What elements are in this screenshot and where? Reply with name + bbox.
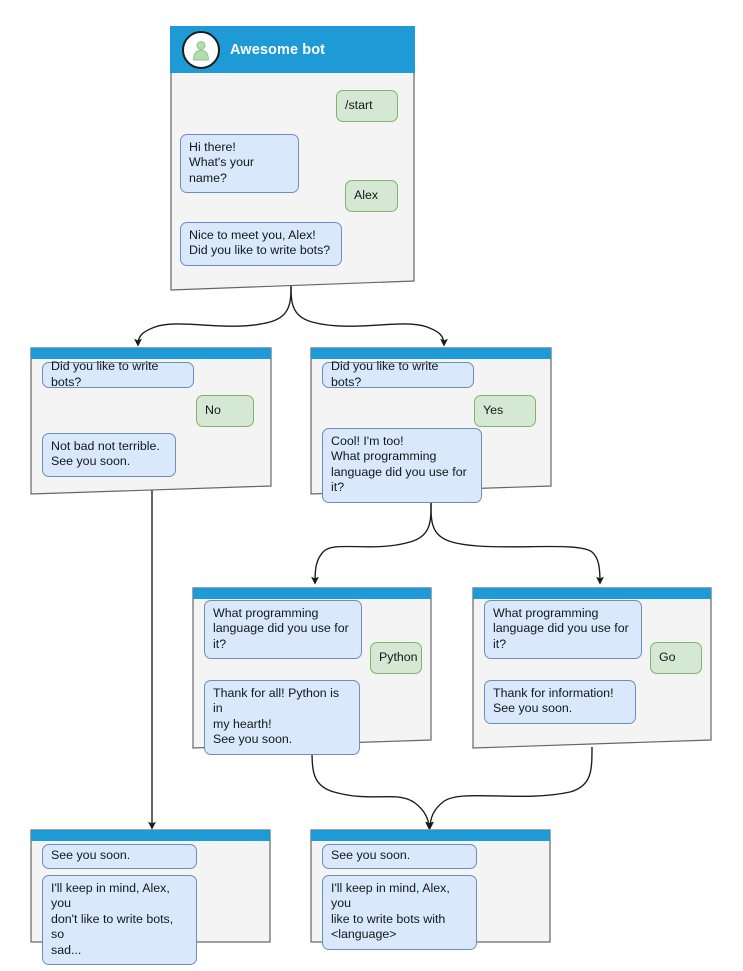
message-bubble-bot: Not bad not terrible. See you soon. — [42, 433, 176, 477]
node-end-happy[interactable]: See you soon. I'll keep in mind, Alex, y… — [310, 829, 551, 950]
edge-go-to-end-happy — [426, 746, 593, 830]
node-go-branch[interactable]: What programming language did you use fo… — [472, 587, 712, 749]
message-bubble-bot: I'll keep in mind, Alex, you like to wri… — [322, 875, 477, 950]
message-bubble-bot: Thank for all! Python is in my hearth! S… — [204, 680, 360, 755]
message-bubble-user: Alex — [345, 180, 398, 212]
message-bubble-user: /start — [336, 90, 398, 122]
node-no-branch[interactable]: Did you like to write bots? No Not bad n… — [30, 347, 272, 495]
message-bubble-bot: I'll keep in mind, Alex, you don't like … — [42, 875, 197, 966]
message-bubble-bot: Did you like to write bots? — [42, 359, 194, 389]
message-bubble-bot: Hi there! What's your name? — [180, 134, 299, 194]
edge-python-to-end-happy — [311, 746, 433, 830]
person-avatar-icon — [182, 30, 220, 69]
message-bubble-user: Yes — [474, 395, 536, 427]
message-bubble-bot: Did you like to write bots? — [322, 359, 474, 389]
edge-yes-to-python — [311, 500, 432, 585]
message-bubble-user: Python — [370, 642, 422, 674]
message-bubble-user: No — [196, 395, 254, 427]
node-root-titlebar: Awesome bot — [170, 26, 415, 73]
edge-yes-to-go — [430, 500, 604, 585]
message-bubble-bot: See you soon. — [42, 844, 197, 869]
bot-name-label: Awesome bot — [230, 41, 326, 58]
message-bubble-bot: Nice to meet you, Alex! Did you like to … — [180, 222, 342, 266]
message-bubble-bot: What programming language did you use fo… — [484, 600, 642, 660]
message-bubble-user: Go — [650, 642, 702, 674]
node-python-branch[interactable]: What programming language did you use fo… — [192, 587, 432, 755]
message-bubble-bot: Thank for information! See you soon. — [484, 680, 636, 724]
message-bubble-bot: What programming language did you use fo… — [204, 600, 362, 660]
node-root[interactable]: Awesome bot /start Hi there! What's your… — [170, 26, 415, 291]
message-bubble-bot: Cool! I'm too! What programming language… — [322, 428, 482, 503]
node-end-sad[interactable]: See you soon. I'll keep in mind, Alex, y… — [30, 829, 271, 966]
message-bubble-bot: See you soon. — [322, 844, 477, 869]
node-yes-branch[interactable]: Did you like to write bots? Yes Cool! I'… — [310, 347, 552, 503]
